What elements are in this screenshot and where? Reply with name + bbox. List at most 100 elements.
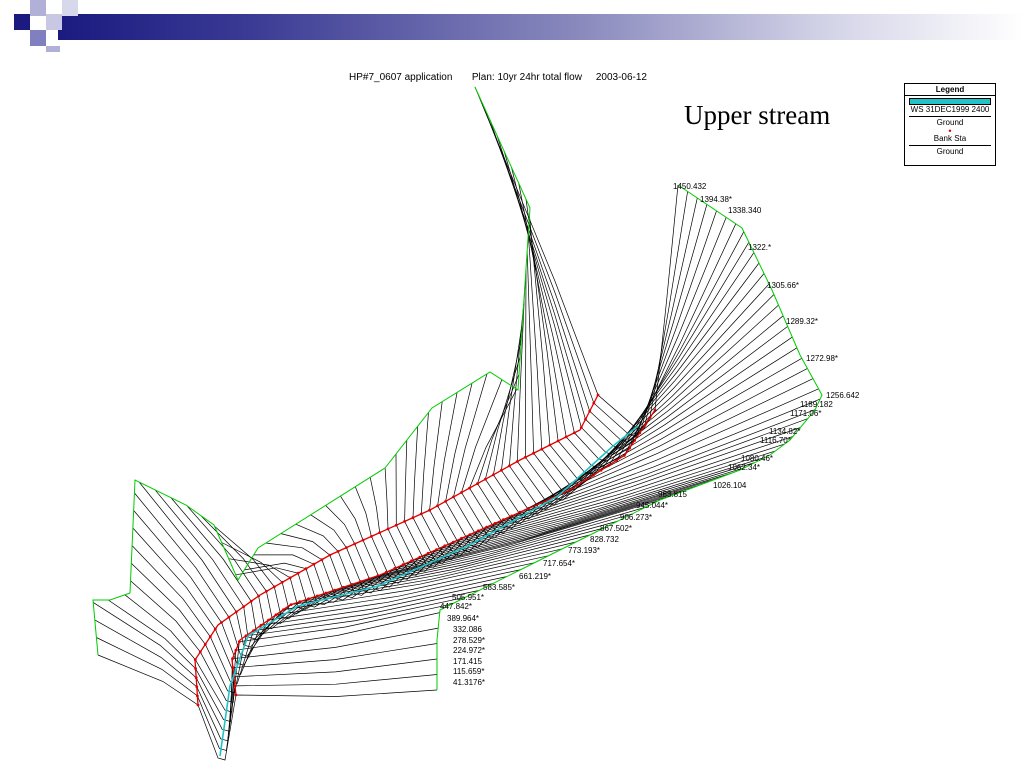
station-label: 389.964* — [447, 614, 479, 623]
station-label: 1116.70* — [760, 436, 791, 445]
legend-ground-label: Ground — [936, 118, 964, 127]
cross-section-line — [94, 619, 438, 742]
station-label: 1272.98* — [806, 354, 838, 363]
right-ground-outline — [436, 184, 823, 690]
cross-section-line — [186, 505, 577, 630]
cross-section-line — [420, 409, 816, 560]
station-label: 224.972* — [453, 646, 485, 655]
station-label: 867.502* — [600, 524, 632, 533]
bank-station-marker: • — [948, 126, 952, 136]
cross-section-line — [477, 336, 793, 529]
slide-title: Upper stream — [684, 100, 831, 130]
station-label: 945.044* — [636, 501, 668, 510]
station-label: 1450.432 — [673, 182, 707, 191]
station-label: 1289.32* — [786, 317, 818, 326]
title-bar-decoration — [0, 0, 1024, 52]
deco-square — [46, 14, 62, 30]
cross-section-line — [97, 654, 438, 761]
station-label: 906.273* — [620, 513, 652, 522]
station-label: 1305.66* — [767, 281, 799, 290]
station-label: 1256.642 — [826, 391, 860, 400]
station-label: 1394.38* — [700, 195, 732, 204]
cross-section-line — [493, 315, 784, 520]
cross-section-line — [96, 637, 438, 751]
station-label: 41.3176* — [453, 678, 485, 687]
cross-section-line — [138, 481, 535, 648]
station-label: 115.659* — [453, 667, 484, 676]
cross-section-line — [474, 86, 679, 431]
station-label: 1322.* — [748, 243, 771, 252]
cross-section-line — [228, 513, 632, 610]
cross-section-line — [170, 497, 563, 635]
legend-divider — [909, 145, 991, 146]
cross-section-line — [295, 478, 718, 596]
station-label: 661.219* — [519, 572, 551, 581]
cross-section-line — [395, 436, 794, 572]
station-label: 583.585* — [483, 583, 515, 592]
cross-section-line — [526, 250, 760, 495]
legend-bank-label: Bank Sta — [933, 134, 967, 143]
station-label: 1189.182 — [800, 400, 833, 409]
station-label: 1062.34* — [728, 463, 760, 472]
cross-section-line — [132, 527, 494, 675]
station-label: 1171.06* — [790, 409, 821, 418]
cross-section-line — [525, 268, 765, 501]
cross-section-line — [509, 294, 775, 510]
station-label: 1134.82* — [769, 427, 800, 436]
cross-section-line — [325, 467, 745, 591]
cross-section-line — [265, 488, 689, 601]
gradient-band — [58, 14, 1024, 40]
legend-title: Legend — [905, 84, 995, 96]
left-ground-outline — [92, 86, 531, 656]
deco-square — [30, 0, 46, 16]
station-label: 1338.340 — [728, 206, 762, 215]
plan-name: Plan: 10yr 24hr total flow — [471, 72, 582, 83]
station-label: 278.529* — [453, 636, 485, 645]
deco-square — [46, 46, 60, 52]
station-label: 1026.104 — [713, 481, 747, 490]
legend-ground-label-2: Ground — [936, 147, 964, 156]
project-name: HP#7_0607 application — [349, 72, 453, 83]
station-label: 447.842* — [440, 602, 472, 611]
cross-section-line — [527, 233, 755, 488]
station-label: 505.951* — [452, 593, 484, 602]
right-bank-line — [231, 409, 656, 696]
cross-section-line — [469, 347, 798, 534]
station-label: 828.732 — [590, 535, 619, 544]
legend-ws-label: WS 31DEC1999 2400 — [910, 105, 990, 114]
cross-section-line — [221, 520, 618, 615]
station-label: 1080.46* — [741, 454, 773, 463]
cross-section-line — [501, 304, 779, 515]
cross-section-line — [404, 427, 801, 568]
cross-section-line — [280, 483, 704, 599]
station-label: 171.415 — [453, 657, 482, 666]
deco-square — [14, 14, 30, 30]
water-surface-line — [219, 425, 639, 757]
station-label: 773.193* — [568, 546, 600, 555]
cross-section-line — [93, 602, 438, 732]
cross-section-line — [134, 492, 521, 657]
deco-square — [30, 30, 46, 46]
legend-box: Legend WS 31DEC1999 2400 Ground • Bank S… — [904, 83, 996, 166]
cross-section-line — [108, 599, 439, 723]
cross-section-line — [124, 594, 440, 713]
cross-section-line — [310, 472, 733, 594]
plot-header: HP#7_0607 application Plan: 10yr 24hr to… — [349, 72, 647, 83]
cross-section-line — [130, 580, 452, 703]
station-label: 332.086 — [453, 625, 482, 634]
cross-section-line — [369, 450, 776, 580]
plot-date: 2003-06-12 — [595, 72, 647, 83]
water-surface-swatch — [909, 98, 991, 105]
cross-section-line — [489, 118, 698, 443]
deco-square — [62, 0, 78, 16]
cross-section-line — [503, 151, 717, 455]
left-bank-line — [194, 394, 599, 706]
cross-section-line — [518, 183, 737, 468]
cross-section-line — [340, 462, 756, 588]
station-label: 717.654* — [543, 559, 575, 568]
legend-divider — [909, 116, 991, 117]
station-label: 983.815 — [658, 490, 687, 499]
cross-section-line — [485, 326, 788, 525]
cross-section-line — [133, 510, 508, 666]
